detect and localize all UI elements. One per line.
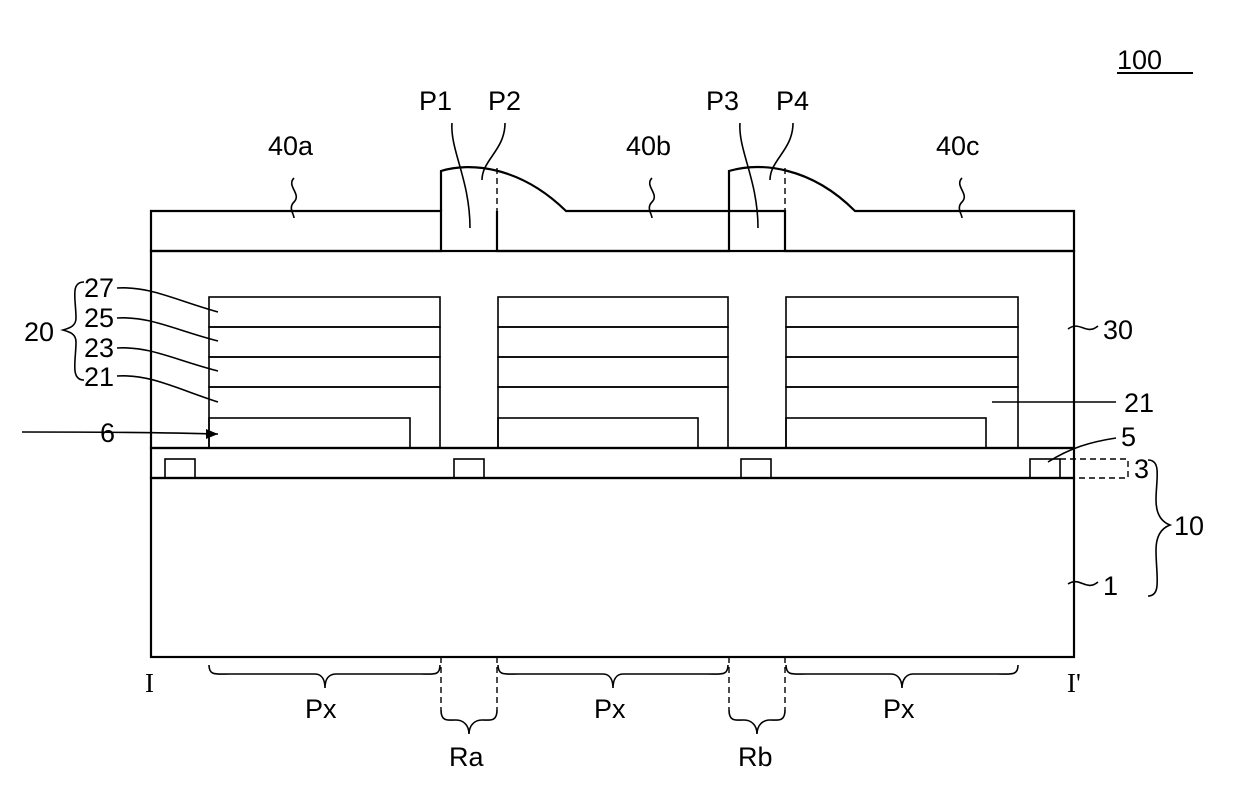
layer-3 [151,448,1074,478]
label-21-right: 21 [1124,388,1154,418]
label-p1: P1 [419,86,452,116]
arrow-6 [206,429,218,439]
label-30: 30 [1103,315,1133,345]
top-electrode-40c [729,167,1074,251]
electrode-5 [1030,459,1060,478]
leader-21 [117,376,218,402]
label-p4: P4 [776,86,809,116]
electrode-5 [165,459,195,478]
leader-30 [1068,326,1098,329]
substrate-1 [151,478,1074,657]
label-px-3: Px [883,694,915,724]
label-6: 6 [100,418,115,448]
leader-p1 [452,123,470,228]
label-25: 25 [84,303,114,333]
label-px-1: Px [305,694,337,724]
label-3: 3 [1134,454,1149,484]
label-40b: 40b [626,131,671,161]
layer-3-bracket [1060,459,1128,478]
brace-ra [441,710,497,734]
label-20: 20 [24,317,54,347]
leader-23 [117,348,218,371]
label-21: 21 [84,362,114,392]
label-section-end: I' [1067,668,1081,698]
pixel-stack-3 [786,297,1018,448]
brace-rb [729,710,785,734]
label-p2: P2 [488,86,521,116]
label-section-start: I [145,668,154,698]
brace-px-2 [498,665,728,688]
brace-px-3 [786,665,1018,688]
label-p3: P3 [706,86,739,116]
leader-27 [117,288,218,312]
brace-px-1 [209,665,440,688]
label-23: 23 [84,333,114,363]
leader-25 [117,318,218,341]
label-1: 1 [1103,571,1118,601]
electrode-5 [454,459,484,478]
brace-20 [63,282,84,380]
figure-ref-number: 100 [1117,45,1162,75]
label-ra: Ra [449,742,484,772]
top-electrode-40a [151,211,441,251]
pixel-stack-1 [209,297,440,448]
label-rb: Rb [738,742,773,772]
label-px-2: Px [594,694,626,724]
top-electrode-40b [441,167,729,251]
leader-1 [1068,582,1098,586]
label-10: 10 [1174,511,1204,541]
label-27: 27 [84,273,114,303]
leader-p3 [740,123,758,228]
brace-10 [1148,460,1170,596]
label-40c: 40c [936,131,980,161]
label-40a: 40a [268,131,314,161]
pixel-stack-2 [498,297,728,448]
electrode-5 [741,459,771,478]
leader-6 [22,432,218,434]
label-5: 5 [1121,422,1136,452]
